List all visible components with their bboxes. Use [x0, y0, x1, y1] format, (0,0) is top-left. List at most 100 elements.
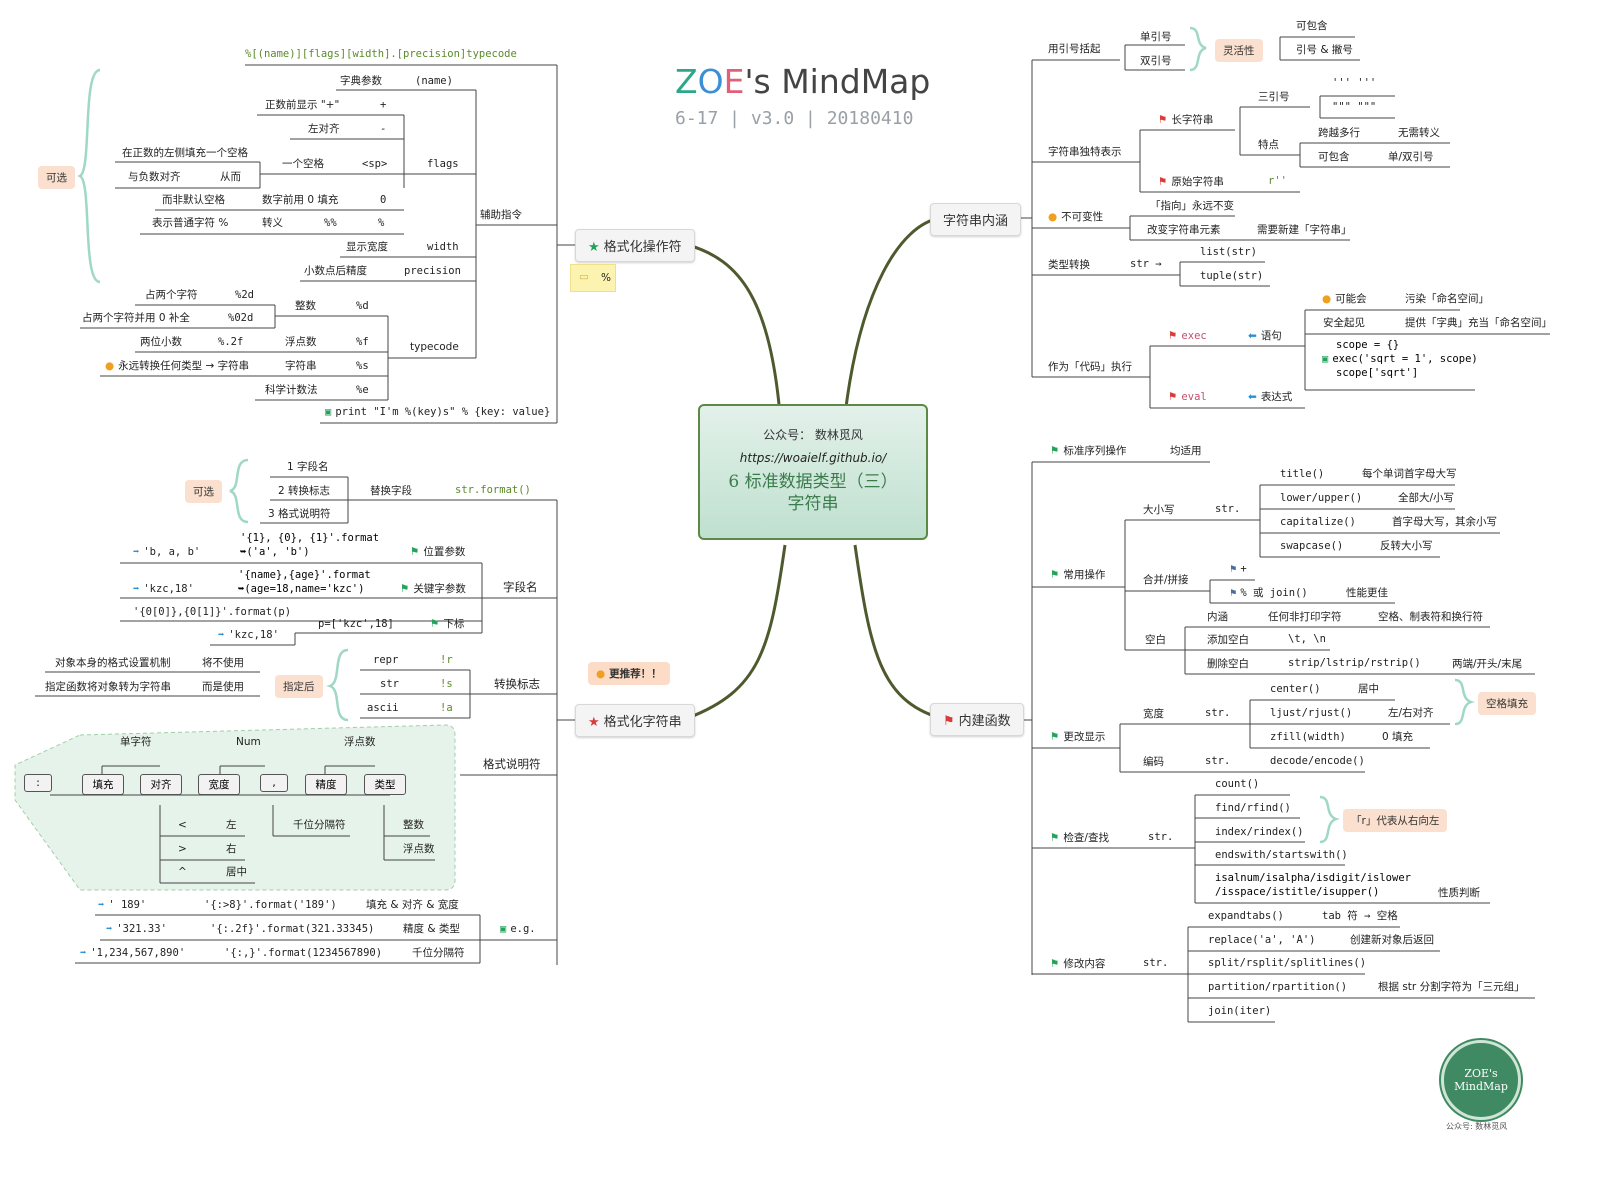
concat-label: 合并/拼接: [1143, 574, 1189, 586]
expandtabs-desc: tab 符 → 空格: [1322, 910, 1398, 922]
optional-tag-2: 可选: [185, 480, 222, 503]
can-contain: 可包含: [1296, 20, 1328, 32]
lower-upper-desc: 全部大/小写: [1398, 492, 1455, 504]
flag-icon: ⚑: [1230, 587, 1237, 599]
map-version: 6-17 | v3.0 | 20180410: [675, 108, 914, 129]
pos-result: ➡'b, a, b': [133, 546, 201, 558]
encode-label: 编码: [1143, 756, 1164, 768]
join-iter-method: join(iter): [1208, 1005, 1272, 1017]
just-method: ljust/rjust(): [1270, 707, 1353, 719]
change-display-label: ⚑更改显示: [1050, 731, 1106, 743]
ex2-desc: 精度 & 类型: [403, 923, 460, 935]
common-ops-label: ⚑常用操作: [1050, 569, 1106, 581]
zero-value: 0: [380, 194, 387, 206]
central-subtitle: 字符串: [787, 494, 839, 514]
callout-recommended: ●更推荐！！: [588, 662, 670, 685]
warning-icon: ●: [1322, 293, 1332, 305]
sequence-ops-label: ⚑标准序列操作: [1050, 445, 1127, 457]
nonprint-label: 任何非打印字符: [1268, 611, 1342, 623]
spec-left: 左: [226, 819, 237, 831]
arrow-icon: ➡: [106, 923, 113, 935]
applicable-label: 均适用: [1170, 445, 1202, 457]
spec-center: 居中: [226, 866, 247, 878]
ex3-result: ➡'1,234,567,890': [80, 947, 186, 959]
spec-lt: <: [178, 819, 187, 831]
arrow-icon: ➡: [98, 899, 105, 911]
flag-icon: ⚑: [1168, 391, 1178, 403]
feature-label: 特点: [1258, 139, 1279, 151]
dict-param-value: (name): [415, 75, 453, 87]
plus-value: +: [380, 99, 387, 111]
eg-label: ▣e.g.: [500, 923, 536, 935]
zfill-method: zfill(width): [1270, 731, 1346, 743]
central-title: 6 标准数据类型（三）: [728, 472, 898, 492]
left-align-value: -: [380, 123, 387, 135]
float-label: 浮点数: [285, 336, 317, 348]
arrow-icon: ⬅: [1248, 391, 1257, 403]
find-method: find/rfind(): [1215, 802, 1291, 814]
central-node[interactable]: 公众号： 数林觅风 https://woaielf.github.io/ 6 标…: [698, 404, 928, 540]
neg-from-label: 从而: [220, 171, 241, 183]
width-label-2: 宽度: [1143, 708, 1164, 720]
two-decimal-label: 两位小数: [140, 336, 182, 348]
s-flag: !s: [440, 678, 453, 690]
index-code: '{0[0]},{0[1]}'.format(p): [133, 606, 292, 618]
spec-caret: ^: [178, 866, 187, 878]
string-label: 字符串: [285, 360, 317, 372]
optional-tag: 可选: [38, 166, 75, 189]
plus-label: 正数前显示 "+": [265, 99, 340, 111]
conversion-item: 2 转换标志: [278, 485, 331, 497]
pos-code: '{1}, {0}, {1}'.format➥('a', 'b'): [240, 532, 380, 558]
endswith-method: endswith/startswith(): [1215, 849, 1348, 861]
ex1-result: ➡' 189': [98, 899, 147, 911]
warning-icon: ●: [596, 668, 606, 680]
node-string-connotation[interactable]: 字符串内涵: [930, 203, 1022, 236]
node-builtin-functions[interactable]: ⚑内建函数: [930, 703, 1024, 736]
spec-right: 右: [226, 843, 237, 855]
single-quote: 单引号: [1140, 31, 1172, 43]
count-method: count(): [1215, 778, 1260, 790]
typecode-label: typecode: [410, 341, 459, 353]
dict-param-label: 字典参数: [340, 75, 382, 87]
spec-colon: :: [24, 774, 52, 792]
add-whitespace: 添加空白: [1207, 634, 1249, 646]
exec-code-label: 作为「代码」执行: [1048, 361, 1132, 373]
pd-value: %d: [356, 300, 369, 312]
decode-method: decode/encode(): [1270, 755, 1365, 767]
isalnum-methods: isalnum/isalpha/isdigit/islower/isspace/…: [1215, 872, 1411, 898]
aux-directive-label: 辅助指令: [480, 209, 522, 221]
str-label: str: [380, 678, 399, 690]
precision-value: precision: [404, 265, 461, 277]
spec-comma: ,: [260, 774, 288, 792]
ps-value: %s: [356, 360, 369, 372]
scientific-label: 科学计数法: [265, 384, 318, 396]
lower-upper-method: lower/upper(): [1280, 492, 1363, 504]
split-method: split/rsplit/splitlines(): [1208, 957, 1367, 969]
type-conversion-label: 类型转换: [1048, 259, 1090, 271]
index-p-code: p=['kzc',18]: [318, 618, 394, 630]
exec-label: ⚑exec: [1168, 330, 1207, 342]
ascii-label: ascii: [367, 702, 399, 714]
title-desc: 每个单词首字母大写: [1362, 468, 1457, 480]
long-string-label: ⚑长字符串: [1158, 114, 1214, 126]
spec-thousands: 千位分隔符: [293, 819, 346, 831]
spec-integer: 整数: [403, 819, 424, 831]
conversion-flag-label: 转换标志: [494, 677, 540, 691]
spec-precision: 精度: [305, 774, 347, 795]
flag-icon: ⚑: [1158, 176, 1168, 188]
flag-icon: ⚑: [1168, 330, 1178, 342]
node-format-operator[interactable]: ★格式化操作符: [575, 229, 695, 262]
specified-tag: 指定后: [275, 675, 323, 698]
triple-quote-label: 三引号: [1258, 91, 1290, 103]
str-arrow: str →: [1130, 258, 1162, 270]
index-method: index/rindex(): [1215, 826, 1304, 838]
swapcase-method: swapcase(): [1280, 540, 1344, 552]
str-prefix-3: str.: [1205, 755, 1231, 767]
quote-apostrophe: 引号 & 撇号: [1296, 44, 1353, 56]
capitalize-method: capitalize(): [1280, 516, 1356, 528]
plain-percent-label: 表示普通字符 %: [152, 217, 229, 229]
warning-icon: ●: [1048, 211, 1058, 223]
two-chars-zero-label: 占两个字符并用 0 补全: [82, 312, 190, 324]
node-format-string[interactable]: ★格式化字符串: [575, 704, 695, 737]
statement-label: ⬅语句: [1248, 330, 1282, 342]
